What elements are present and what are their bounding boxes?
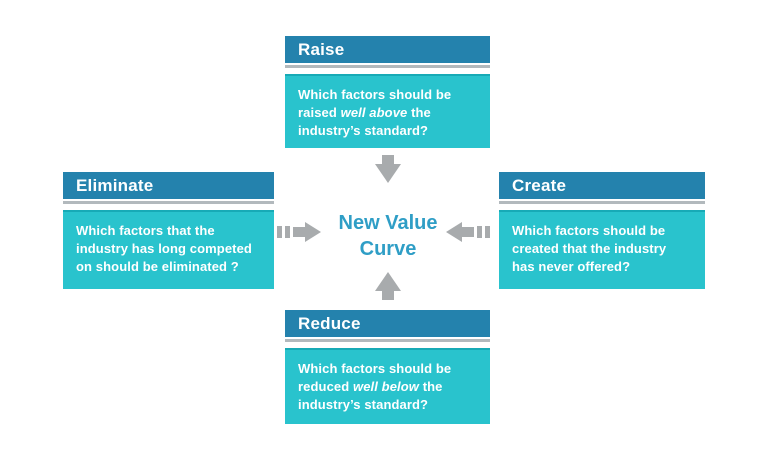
arrow-up-icon — [375, 272, 401, 300]
reduce-label: Reduce — [298, 313, 361, 333]
eliminate-body-text: Which factors that the industry has long… — [63, 210, 274, 289]
create-body-text: Which factors should be created that the… — [499, 210, 705, 289]
create-separator — [499, 201, 705, 204]
raise-separator — [285, 65, 490, 68]
reduce-body-text: Which factors should be reduced well bel… — [285, 348, 490, 424]
raise-body-text: Which factors should be raised well abov… — [285, 74, 490, 148]
center-label-line1: New Value — [338, 212, 438, 234]
create-box: Create Which factors should be created t… — [499, 172, 705, 289]
raise-header: Raise — [285, 36, 490, 63]
raise-label: Raise — [298, 39, 345, 59]
arrow-left-dashed-icon — [446, 222, 490, 242]
eliminate-box: Eliminate Which factors that the industr… — [63, 172, 274, 289]
eliminate-header: Eliminate — [63, 172, 274, 199]
eliminate-label: Eliminate — [76, 175, 154, 195]
reduce-separator — [285, 339, 490, 342]
reduce-box: Reduce Which factors should be reduced w… — [285, 310, 490, 424]
reduce-header: Reduce — [285, 310, 490, 337]
arrow-down-icon — [375, 155, 401, 183]
create-label: Create — [512, 175, 567, 195]
arrow-right-dashed-icon — [277, 222, 321, 242]
create-header: Create — [499, 172, 705, 199]
center-label-line2: Curve — [359, 238, 417, 261]
center-label: New Value Curve — [325, 210, 451, 263]
eliminate-separator — [63, 201, 274, 204]
raise-box: Raise Which factors should be raised wel… — [285, 36, 490, 148]
